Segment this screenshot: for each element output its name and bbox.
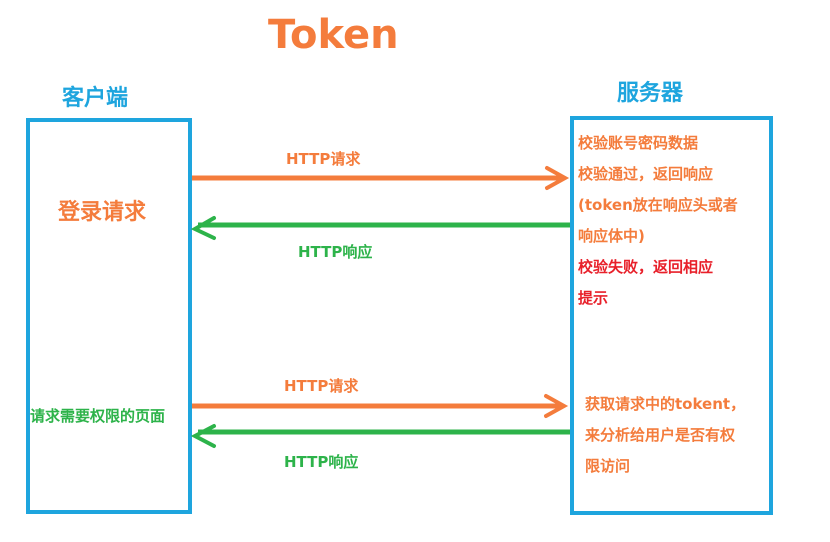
server-text-line: 校验账号密码数据 xyxy=(578,134,699,152)
server-text-line: 获取请求中的tokent， xyxy=(585,395,746,413)
diagram-title: Token xyxy=(268,12,399,58)
server-heading: 服务器 xyxy=(617,81,684,106)
server-text-line: 响应体中) xyxy=(578,227,645,245)
response-arrow-1 xyxy=(190,216,570,240)
server-text-line: 校验通过，返回响应 xyxy=(578,165,714,183)
protected-page-request-label: 请求需要权限的页面 xyxy=(30,407,166,425)
http-response-label-1: HTTP响应 xyxy=(298,243,373,261)
http-response-label-2: HTTP响应 xyxy=(284,453,359,471)
server-text-line: 来分析给用户是否有权 xyxy=(585,426,736,444)
server-text-line: (token放在响应头或者 xyxy=(578,196,738,214)
server-token-check-text: 获取请求中的tokent， 来分析给用户是否有权 限访问 xyxy=(585,389,770,482)
request-arrow-2 xyxy=(192,394,569,418)
server-text-line-failure: 提示 xyxy=(578,289,609,307)
server-text-line-failure: 校验失败，返回相应 xyxy=(578,258,714,276)
response-arrow-2 xyxy=(190,424,570,448)
http-request-label-2: HTTP请求 xyxy=(284,377,359,395)
login-request-label: 登录请求 xyxy=(58,200,147,225)
http-request-label-1: HTTP请求 xyxy=(286,150,361,168)
request-arrow-1 xyxy=(192,166,570,190)
client-heading: 客户端 xyxy=(62,86,129,111)
server-text-line: 限访问 xyxy=(585,457,631,475)
client-box xyxy=(26,118,192,514)
server-login-validation-text: 校验账号密码数据 校验通过，返回响应 (token放在响应头或者 响应体中) 校… xyxy=(578,128,768,314)
server-box xyxy=(570,116,773,515)
